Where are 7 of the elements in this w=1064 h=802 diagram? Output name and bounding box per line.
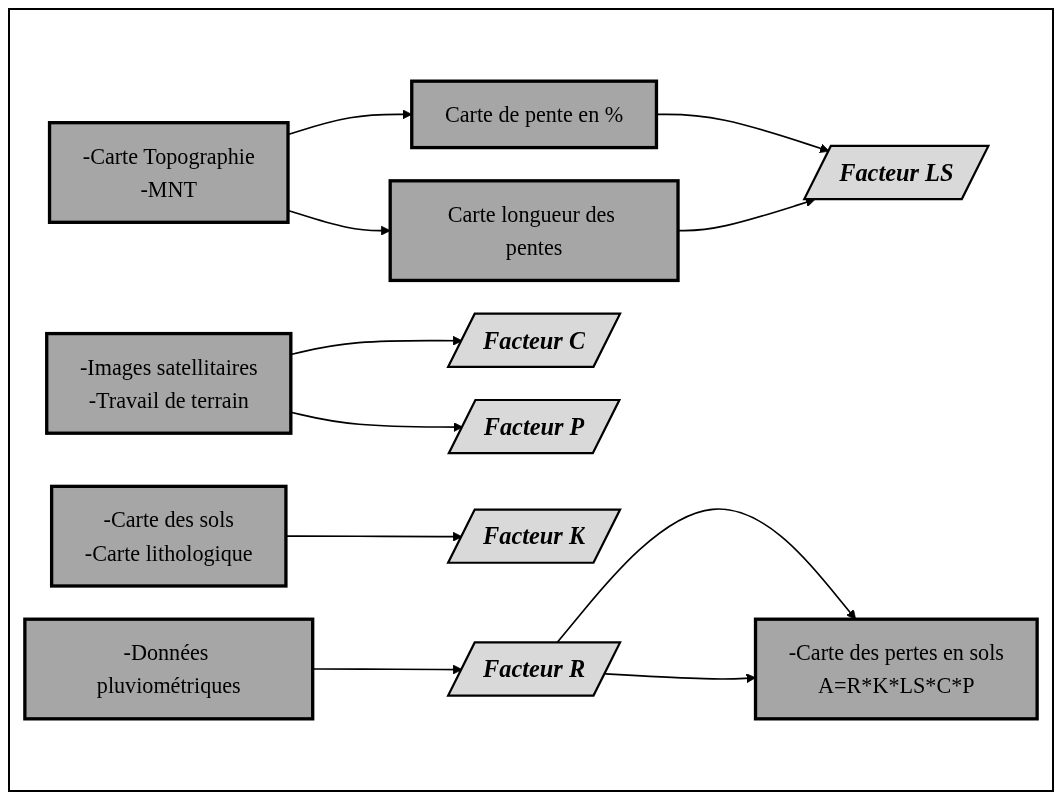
node-box: -Carte des sols -Carte lithologique bbox=[49, 484, 288, 588]
node-box: Carte longueur des pentes bbox=[388, 179, 680, 283]
node-box: -Carte des pertes en sols A=R*K*LS*C*P bbox=[753, 617, 1039, 721]
node-box: -Données pluviométriques bbox=[23, 617, 315, 721]
node-box: -Carte Topographie -MNT bbox=[47, 121, 290, 224]
node-box: Carte de pente en % bbox=[410, 79, 659, 150]
node-box: -Images satellitaires -Travail de terrain bbox=[45, 331, 293, 435]
